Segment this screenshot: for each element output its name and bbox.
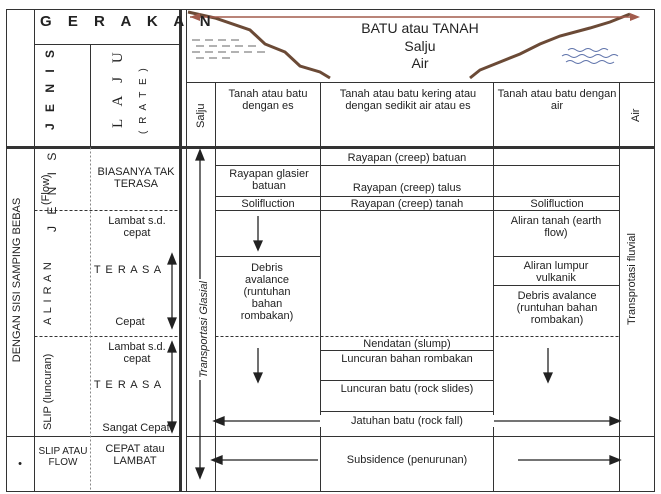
cell-rayapan-batuan: Rayapan (creep) batuan <box>347 152 467 164</box>
rate-cepat: Cepat <box>115 316 145 328</box>
rate-lambat-1: Lambat s.d. cepat <box>108 215 166 239</box>
cell-debris-1: Debris avalance (runtuhan bahan rombakan… <box>240 262 294 322</box>
flow-label: (Flow) <box>40 174 52 205</box>
laju-label: L A J U <box>110 47 126 128</box>
material-salju: Salju <box>404 38 436 54</box>
rate-lambat-2: Lambat s.d. cepat <box>108 341 166 365</box>
aliran-label: A L I R A N <box>42 261 54 325</box>
cell-aliran-lumpur: Aliran lumpur vulkanik <box>523 260 589 284</box>
cell-aliran-tanah: Aliran tanah (earth flow) <box>510 215 602 239</box>
cell-debris-2: Debris avalance (runtuhan bahan rombakan… <box>516 290 598 326</box>
column-tanah-es: Tanah atau batu dengan es <box>228 88 308 112</box>
cell-nendatan: Nendatan (slump) <box>363 338 451 350</box>
slope-illustration <box>187 10 640 80</box>
cell-luncuran-batu: Luncuran batu (rock slides) <box>340 383 474 395</box>
cell-solifluction-2: Solifluction <box>530 198 584 210</box>
column-dengan-air: Tanah atau batu dengan air <box>497 88 617 112</box>
cell-luncuran-bahan: Luncuran bahan rombakan <box>341 353 473 365</box>
rate-terasa-2: T E R A S A <box>93 379 163 391</box>
bullet-mark: • <box>18 458 22 470</box>
cell-solifluction-1: Solifluction <box>241 198 295 210</box>
slip-atau-flow: SLIP ATAU FLOW <box>38 446 88 468</box>
column-air: Air <box>630 108 642 122</box>
cell-jatuhan: Jatuhan batu (rock fall) <box>320 415 494 427</box>
rate-label: ( R A T E ) <box>138 66 149 134</box>
cell-rayapan-glasier: Rayapan glasier batuan <box>229 168 309 192</box>
cell-subsidence: Subsidence (penurunan) <box>346 454 468 466</box>
cell-rayapan-talus: Rayapan (creep) talus <box>352 182 462 194</box>
slip-label: SLIP (luncuran) <box>42 353 54 430</box>
column-salju: Salju <box>195 103 207 128</box>
dengan-sisi-label: DENGAN SISI SAMPING BEBAS <box>11 197 23 363</box>
transprotasi-fluvial-label: Transprotasi fluvial <box>626 233 638 325</box>
cell-rayapan-tanah: Rayapan (creep) tanah <box>350 198 464 210</box>
material-title: BATU atau TANAH <box>361 20 479 36</box>
rate-cepat-atau-lambat: CEPAT atau LAMBAT <box>105 443 165 467</box>
rate-biasanya: BIASANYA TAK TERASA <box>97 166 175 190</box>
material-air: Air <box>411 55 429 71</box>
rate-sangat-cepat: Sangat Cepat <box>102 422 170 434</box>
gerakan-heading: G E R A K A N <box>40 13 217 30</box>
jenis-cell: J E N I S <box>40 46 90 140</box>
laju-cell: L A J U ( R A T E ) <box>96 47 176 144</box>
column-kering: Tanah atau batu kering atau dengan sedik… <box>339 88 477 112</box>
transportasi-glasial-label: Transportasi Glasial <box>198 279 210 380</box>
jenis-label: J E N I S <box>43 45 57 130</box>
rate-terasa-1: T E R A S A <box>93 264 163 276</box>
